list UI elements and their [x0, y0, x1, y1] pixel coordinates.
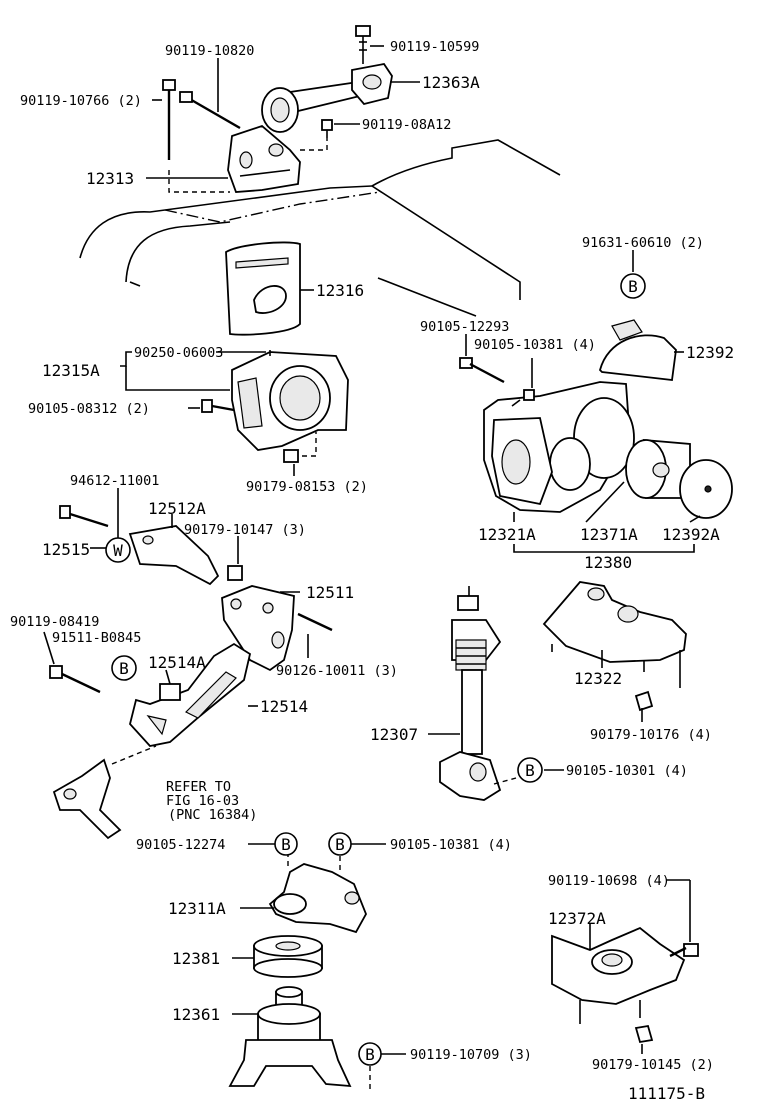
label-90179-10147: 90179-10147 (3) [184, 522, 306, 538]
label-12361: 12361 [172, 1005, 220, 1024]
label-90105-12293: 90105-12293 [420, 319, 509, 335]
label-12321A: 12321A [478, 525, 536, 544]
nut-90179-10176 [634, 690, 654, 712]
bolt-90119-10599 [355, 25, 371, 64]
bracket-12512A [128, 525, 220, 586]
bracket-12511 [221, 585, 295, 672]
label-90105-10301: 90105-10301 (4) [566, 763, 688, 779]
circle-letter-b-4: B [274, 832, 298, 856]
label-12392: 12392 [686, 343, 734, 362]
svg-text:W: W [113, 541, 123, 560]
label-12307: 12307 [370, 725, 418, 744]
label-12315A: 12315A [42, 361, 100, 380]
label-90119-08A12: 90119-08A12 [362, 117, 451, 133]
label-12514: 12514 [260, 697, 308, 716]
bolt-12515 [59, 505, 109, 528]
label-12313: 12313 [86, 169, 134, 188]
label-12511: 12511 [306, 583, 354, 602]
label-90179-08153: 90179-08153 (2) [246, 479, 368, 495]
svg-text:B: B [281, 835, 291, 854]
label-12392A: 12392A [662, 525, 720, 544]
mount-12361 [228, 986, 371, 1090]
bolt-90119-10766 [162, 79, 176, 160]
circle-letter-b-2: B [111, 655, 137, 681]
label-12514A: 12514A [148, 653, 206, 672]
label-90105-10381-bot: 90105-10381 (4) [390, 837, 512, 853]
bracket-refer-16384 [52, 745, 157, 840]
svg-text:B: B [628, 277, 638, 296]
label-90105-10381-top: 90105-10381 (4) [474, 337, 596, 353]
label-12512A: 12512A [148, 499, 206, 518]
circle-letter-w: W [105, 537, 131, 563]
svg-text:B: B [335, 835, 345, 854]
housing-12321A [483, 381, 635, 513]
nut-90179-10145 [634, 1024, 654, 1044]
absorber-12307 [439, 586, 517, 801]
bolt-90105-08312 [201, 399, 235, 413]
note-refer-line2: FIG 16-03 [166, 793, 239, 809]
cap-12392A [679, 459, 733, 519]
label-12322: 12322 [574, 669, 622, 688]
label-12372A: 12372A [548, 909, 606, 928]
label-12381: 12381 [172, 949, 220, 968]
bracket-12315A [231, 350, 349, 463]
bracket-12311A [268, 852, 367, 934]
label-91631-60610: 91631-60610 (2) [582, 235, 704, 251]
label-91511-B0845: 91511-B0845 [52, 630, 141, 646]
label-94612-11001: 94612-11001 [70, 473, 159, 489]
circle-letter-b-1: B [620, 273, 646, 299]
label-90119-10599: 90119-10599 [390, 39, 479, 55]
torque-rod-12363A [261, 63, 393, 133]
svg-text:B: B [525, 761, 535, 780]
label-90119-08419: 90119-08419 [10, 614, 99, 630]
circle-letter-b-3: B [517, 757, 543, 783]
bolt-90126-10011 [297, 612, 333, 632]
bolt-90119-10820 [179, 91, 241, 130]
label-90119-10766: 90119-10766 (2) [20, 93, 142, 109]
svg-text:B: B [365, 1045, 375, 1064]
part-labels: 90119-10820 90119-10599 12363A 90119-107… [10, 39, 734, 1103]
mount-12372A [551, 926, 699, 1024]
label-12363A: 12363A [422, 73, 480, 92]
svg-text:B: B [119, 659, 129, 678]
label-12316: 12316 [316, 281, 364, 300]
label-90126-10011: 90126-10011 (3) [276, 663, 398, 679]
label-90179-10145: 90179-10145 (2) [592, 1057, 714, 1073]
nut-12514A [159, 683, 181, 701]
label-12380: 12380 [584, 553, 632, 572]
label-90119-10709: 90119-10709 (3) [410, 1047, 532, 1063]
note-refer-line3: (PNC 16384) [168, 807, 257, 823]
label-12311A: 12311A [168, 899, 226, 918]
pad-12316 [225, 241, 301, 336]
bushing-12381 [253, 935, 323, 978]
cover-12392 [598, 319, 677, 381]
bushing-12371A [625, 439, 691, 499]
bracket-12514 [129, 642, 252, 747]
nut-90179-10147 [227, 565, 243, 581]
label-12371A: 12371A [580, 525, 638, 544]
label-90179-10176: 90179-10176 (4) [590, 727, 712, 743]
bolt-90105-12293 [459, 357, 505, 384]
engine-outline [79, 139, 561, 317]
label-90119-10698: 90119-10698 (4) [548, 873, 670, 889]
leader-lines [43, 45, 701, 1055]
note-refer-line1: REFER TO [166, 779, 231, 795]
label-90105-08312: 90105-08312 (2) [28, 401, 150, 417]
label-90250-06003: 90250-06003 [134, 345, 223, 361]
bracket-12313 [168, 119, 333, 193]
label-90119-10820: 90119-10820 [165, 43, 254, 59]
label-90105-12274: 90105-12274 [136, 837, 225, 853]
figure-code: 111175-B [628, 1084, 705, 1103]
bolt-90105-10381-top [511, 389, 535, 407]
bolt-90119-08419 [49, 665, 101, 694]
label-12515: 12515 [42, 540, 90, 559]
circle-letter-b-6: B [358, 1042, 382, 1066]
circle-letter-b-5: B [328, 832, 352, 856]
